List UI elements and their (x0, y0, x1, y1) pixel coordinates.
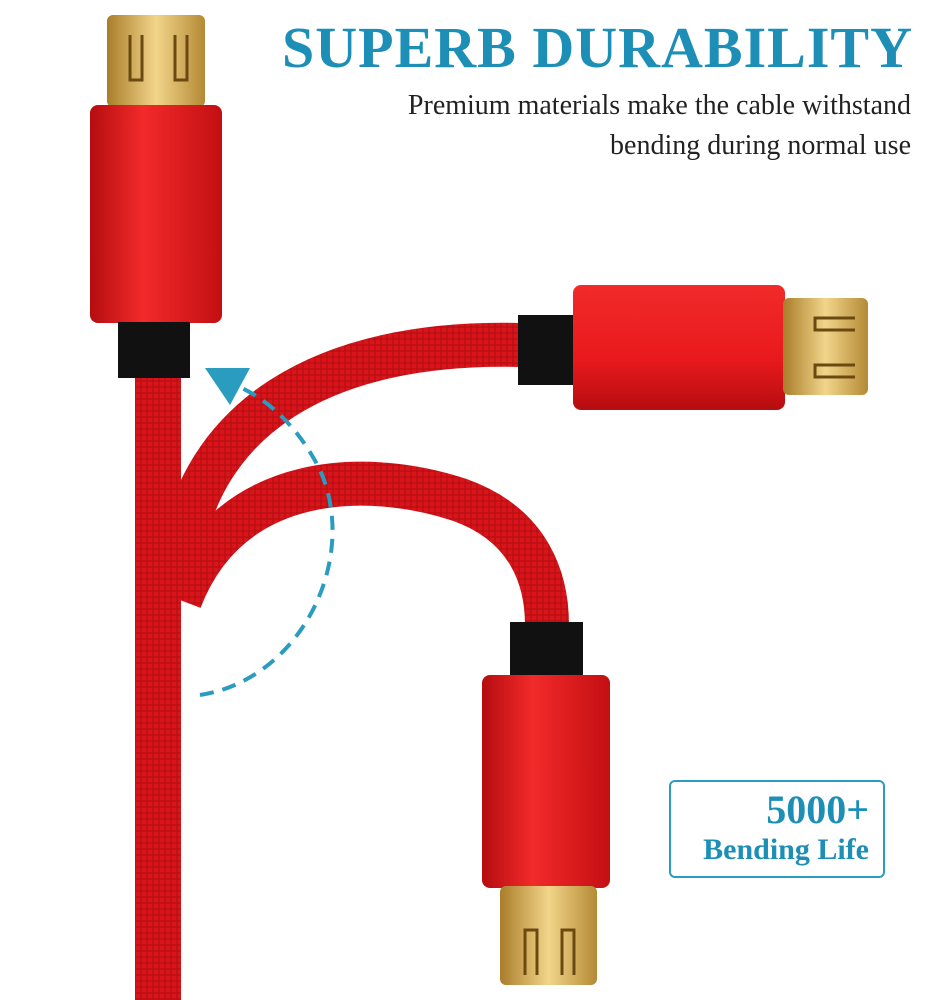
subtitle-line-2: bending during normal use (610, 130, 911, 161)
bottom-connector (482, 622, 610, 985)
headline: SUPERB DURABILITY (282, 15, 913, 80)
bending-life-badge: 5000+ Bending Life (669, 780, 885, 878)
top-connector (90, 15, 222, 378)
badge-number: 5000+ (766, 787, 869, 832)
subtitle-line-1: Premium materials make the cable withsta… (407, 90, 911, 121)
straight-cable (135, 370, 181, 1000)
right-connector (518, 285, 868, 410)
badge-label: Bending Life (703, 833, 869, 866)
bent-cable-bottom (159, 461, 569, 626)
bent-cable-right (158, 322, 521, 564)
subtitle: Premium materials make the cable withsta… (408, 86, 911, 166)
bend-arrow-icon (199, 368, 335, 697)
